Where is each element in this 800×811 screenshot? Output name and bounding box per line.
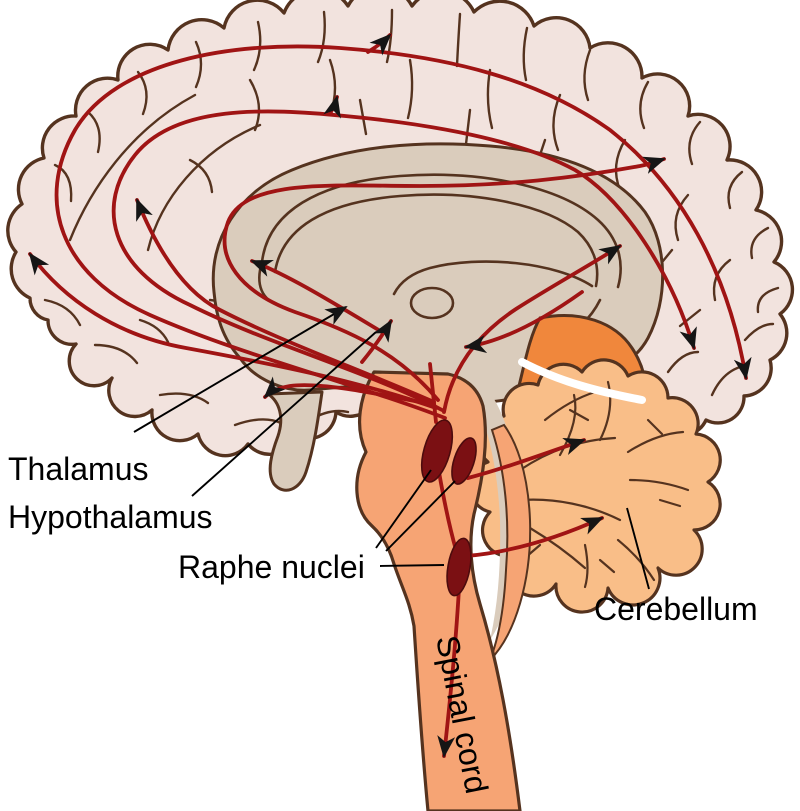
label-raphe-nuclei: Raphe nuclei — [178, 549, 365, 585]
hypothalamus-leader-line — [191, 331, 377, 497]
raphe-nucleus-c — [446, 537, 472, 597]
tentorium-white-gap — [518, 358, 646, 404]
leader-lines — [133, 305, 650, 590]
pathway-subthalamic — [464, 290, 584, 353]
pathway-top-inner — [111, 109, 697, 412]
pathway-top-outer — [54, 44, 752, 420]
label-hypothalamus: Hypothalamus — [8, 499, 213, 535]
raphe-nucleus-a — [420, 419, 454, 483]
pathway-frontal-up — [135, 198, 436, 404]
raphe-nuclei-group — [420, 419, 477, 597]
pathway-branch-top-1 — [366, 33, 392, 56]
thalamus-leader-line — [133, 305, 348, 433]
pathway-splenium — [442, 244, 622, 414]
label-thalamus: Thalamus — [8, 451, 149, 487]
pathway-trunk — [428, 362, 438, 424]
pathway-hypothalamic — [360, 319, 393, 364]
pathway-branch-top-2 — [323, 95, 341, 119]
raphe-leader-line-3 — [379, 564, 445, 567]
thalamus-circle — [409, 286, 455, 320]
label-cerebellum: Cerebellum — [594, 591, 758, 627]
pathway-cerebellar-lower — [464, 516, 604, 558]
pathway-temporal — [263, 376, 422, 404]
pathway-cerebellar-upper — [466, 437, 586, 480]
pathway-spinal-descending — [437, 586, 461, 758]
fornix-line — [392, 260, 594, 296]
cerebellum-leader-line — [626, 507, 650, 590]
pathway-genu — [250, 259, 384, 334]
raphe-leader-line-1 — [375, 469, 432, 549]
raphe-nucleus-b — [451, 437, 477, 485]
pathway-frontal-pole — [28, 252, 438, 410]
raphe-leader-line-2 — [385, 480, 456, 552]
